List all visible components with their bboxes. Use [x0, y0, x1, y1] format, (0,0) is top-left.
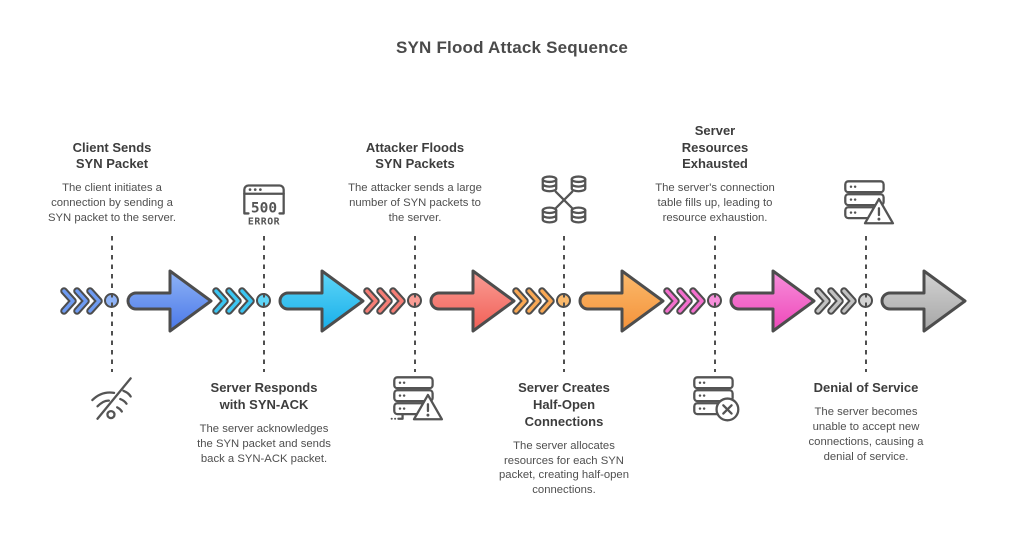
- chevrons-icon: [363, 287, 406, 315]
- arrow-right-icon: [278, 269, 365, 333]
- chevrons-icon: [212, 287, 255, 315]
- arrow-right-icon: [126, 269, 213, 333]
- dashed-connector: [414, 236, 416, 372]
- server-warning-icon: [837, 172, 895, 230]
- chevrons-icon: [663, 287, 706, 315]
- arrow-right-icon: [578, 269, 665, 333]
- dashed-connector: [563, 236, 565, 372]
- arrow-right-icon: [729, 269, 816, 333]
- step-attacker-floods-syn: Attacker Floods SYN Packets The attacker…: [339, 0, 516, 558]
- dashed-connector: [263, 236, 265, 372]
- step-half-open-connections: Server Creates Half-Open Connections The…: [488, 0, 665, 558]
- step-description: The server's connection table fills up, …: [655, 182, 775, 225]
- step-text: Server Creates Half-Open Connections The…: [491, 380, 637, 498]
- page-title: SYN Flood Attack Sequence: [395, 38, 629, 57]
- arrow-right-icon: [880, 269, 967, 333]
- step-text: Server Resources Exhausted The server's …: [642, 100, 788, 226]
- step-description: The attacker sends a large number of SYN…: [348, 182, 482, 225]
- step-denial-of-service: Denial of Service The server becomes una…: [790, 0, 967, 558]
- chevrons-icon: [60, 287, 103, 315]
- dashed-connector: [714, 236, 716, 372]
- arrow-right-icon: [429, 269, 516, 333]
- step-description: The client initiates a connection by sen…: [47, 182, 177, 225]
- step-resources-exhausted: Server Resources Exhausted The server's …: [639, 0, 816, 558]
- svg-text:ERROR: ERROR: [248, 216, 280, 227]
- step-server-responds-syn-ack: 500 ERROR Server Responds with SYN-ACK T…: [188, 0, 365, 558]
- dashed-connector: [865, 236, 867, 372]
- wifi-off-icon: [83, 368, 141, 426]
- step-description: The server acknowledges the SYN packet a…: [197, 422, 331, 465]
- step-title: Server Resources Exhausted: [681, 122, 749, 172]
- step-description: The server becomes unable to accept new …: [808, 405, 924, 463]
- step-description: The server allocates resources for each …: [499, 439, 629, 497]
- browser-500-error-icon: 500 ERROR: [235, 172, 293, 230]
- step-title: Denial of Service: [813, 380, 919, 395]
- server-x-icon: [686, 368, 744, 426]
- dashed-connector: [111, 236, 113, 372]
- step-title: Server Creates Half-Open Connections: [518, 380, 610, 429]
- step-client-sends-syn: Client Sends SYN Packet The client initi…: [36, 0, 213, 558]
- step-text: Attacker Floods SYN Packets The attacker…: [342, 100, 488, 226]
- step-title: Attacker Floods SYN Packets: [365, 139, 465, 172]
- chevrons-icon: [512, 287, 555, 315]
- step-title: Client Sends SYN Packet: [72, 139, 152, 172]
- step-text: Server Responds with SYN-ACK The server …: [191, 380, 337, 467]
- database-cluster-icon: [535, 172, 593, 230]
- step-text: Client Sends SYN Packet The client initi…: [39, 100, 185, 226]
- step-title: Server Responds with SYN-ACK: [210, 380, 318, 412]
- svg-text:500: 500: [251, 200, 277, 216]
- server-warning-icon: [386, 368, 444, 426]
- step-text: Denial of Service The server becomes una…: [793, 380, 939, 465]
- chevrons-icon: [814, 287, 857, 315]
